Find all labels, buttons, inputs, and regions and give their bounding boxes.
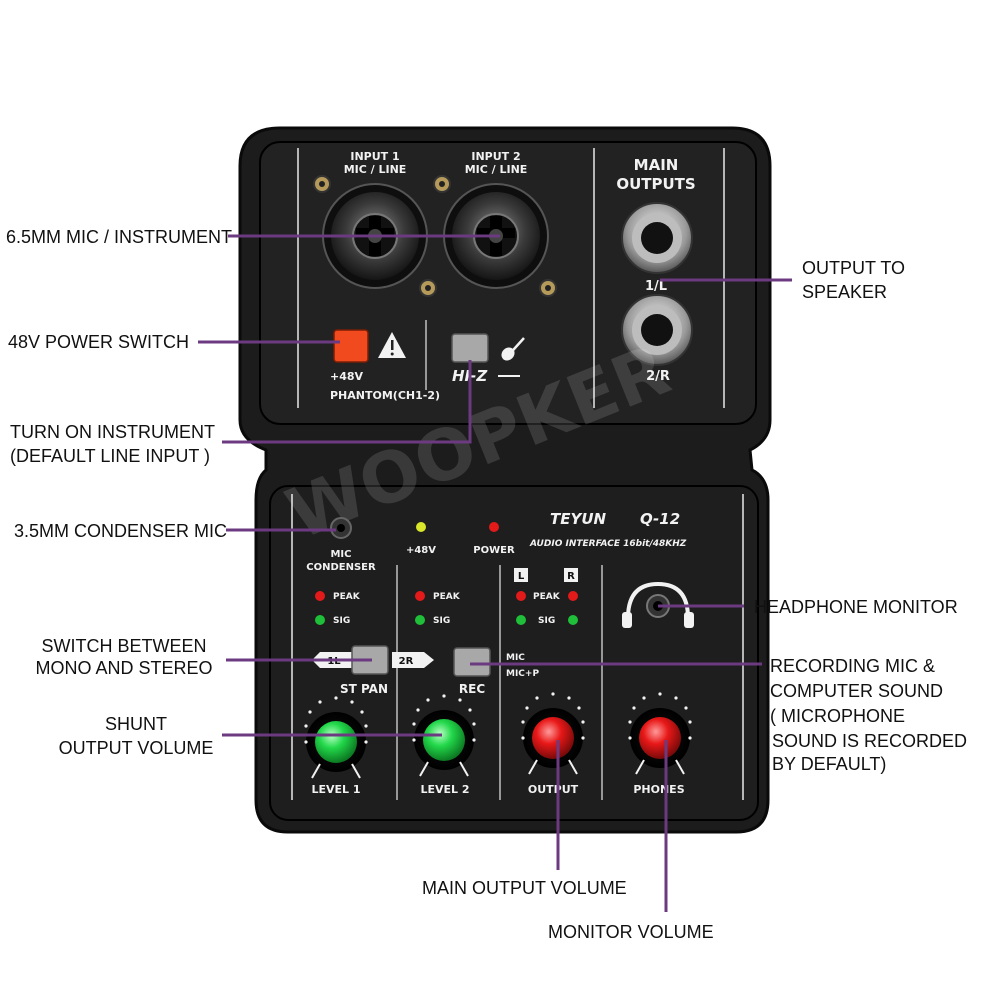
callout-instrument-1: TURN ON INSTRUMENT <box>10 422 215 442</box>
level2-label: LEVEL 2 <box>420 783 469 796</box>
output-knob[interactable] <box>523 708 583 775</box>
phones-knob-label: PHONES <box>633 783 684 796</box>
pan-2r-label: 2R <box>399 656 414 667</box>
phantom-48v-label: +48V <box>330 370 364 383</box>
subtitle-label: AUDIO INTERFACE 16bit/48KHZ <box>529 539 687 549</box>
callout-power-switch: 48V POWER SWITCH <box>8 332 189 352</box>
callout-recording-5: BY DEFAULT) <box>772 754 886 774</box>
rec-micp-label: MIC+P <box>506 669 539 679</box>
callout-recording-2: COMPUTER SOUND <box>770 681 943 701</box>
input1-combo-jack[interactable] <box>313 175 437 297</box>
mic-condenser-label: MIC <box>330 549 351 560</box>
led-48v <box>416 522 426 532</box>
ch1-peak-led <box>315 591 325 601</box>
callout-main-output-volume: MAIN OUTPUT VOLUME <box>422 878 627 898</box>
leader-lines <box>198 234 792 912</box>
callout-shunt-2: OUTPUT VOLUME <box>59 738 214 758</box>
ch2-peak-label: PEAK <box>433 592 461 602</box>
out-sig-label: SIG <box>538 616 555 626</box>
level1-label: LEVEL 1 <box>311 783 360 796</box>
rec-mic-label: MIC <box>506 653 525 663</box>
phantom-48v-switch[interactable] <box>333 329 369 363</box>
rec-label: REC <box>459 682 485 696</box>
callout-instrument-2: (DEFAULT LINE INPUT ) <box>10 446 210 466</box>
output-2r-label: 2/R <box>646 369 670 384</box>
ch2-peak-led <box>415 591 425 601</box>
callout-mono-stereo-2: MONO AND STEREO <box>35 658 212 678</box>
output-2r-jack[interactable] <box>621 294 693 366</box>
input1-label: INPUT 1 <box>350 150 399 163</box>
knob-tick-marks <box>304 692 692 744</box>
callout-mono-stereo-1: SWITCH BETWEEN <box>42 636 207 656</box>
mic-condenser-label-2: CONDENSER <box>306 562 376 573</box>
ch2-sig-led <box>415 615 425 625</box>
out-l-sig-led <box>516 615 526 625</box>
level1-knob[interactable] <box>306 712 366 779</box>
input1-type-label: MIC / LINE <box>344 163 407 176</box>
callout-output-speaker-1: OUTPUT TO <box>802 258 905 278</box>
callout-mic-instrument: 6.5MM MIC / INSTRUMENT <box>6 227 232 247</box>
out-peak-label: PEAK <box>533 592 561 602</box>
led-48v-label: +48V <box>406 545 436 556</box>
phones-knob[interactable] <box>630 708 690 775</box>
callout-output-speaker-2: SPEAKER <box>802 282 887 302</box>
output-knob-label: OUTPUT <box>528 783 579 796</box>
callout-recording-3: ( MICROPHONE <box>770 706 905 726</box>
callout-recording-4: SOUND IS RECORDED <box>772 731 967 751</box>
callout-shunt-1: SHUNT <box>105 714 167 734</box>
hiz-switch[interactable] <box>451 333 489 363</box>
guitar-icon <box>501 337 525 361</box>
callout-monitor-volume: MONITOR VOLUME <box>548 922 714 942</box>
model-label: Q-12 <box>640 510 680 528</box>
meter-l-label: L <box>518 571 525 582</box>
ch1-sig-led <box>315 615 325 625</box>
main-outputs-label: MAIN <box>634 156 679 174</box>
led-power <box>489 522 499 532</box>
headphone-icon <box>622 581 694 628</box>
brand-label: TEYUN <box>550 510 607 528</box>
callout-condenser: 3.5MM CONDENSER MIC <box>14 521 227 541</box>
mic-condenser-jack[interactable] <box>330 517 352 539</box>
output-1l-jack[interactable] <box>621 202 693 274</box>
out-r-peak-led <box>568 591 578 601</box>
rec-switch[interactable] <box>453 647 491 677</box>
output-1l-label: 1/L <box>645 279 667 294</box>
out-r-sig-led <box>568 615 578 625</box>
level2-knob[interactable] <box>414 710 474 777</box>
ch2-sig-label: SIG <box>433 616 450 626</box>
warning-icon <box>378 332 406 358</box>
phantom-label: PHANTOM(CH1-2) <box>330 389 440 402</box>
main-outputs-label-2: OUTPUTS <box>616 175 695 193</box>
input2-label: INPUT 2 <box>471 150 520 163</box>
callout-headphone: HEADPHONE MONITOR <box>754 597 958 617</box>
ch1-peak-label: PEAK <box>333 592 361 602</box>
ch1-sig-label: SIG <box>333 616 350 626</box>
callout-recording-1: RECORDING MIC & <box>770 656 935 676</box>
out-l-peak-led <box>516 591 526 601</box>
led-power-label: POWER <box>473 545 515 556</box>
meter-r-label: R <box>567 571 575 582</box>
input2-type-label: MIC / LINE <box>465 163 528 176</box>
st-pan-2r-arrow <box>392 652 434 668</box>
st-pan-label: ST PAN <box>340 682 388 696</box>
